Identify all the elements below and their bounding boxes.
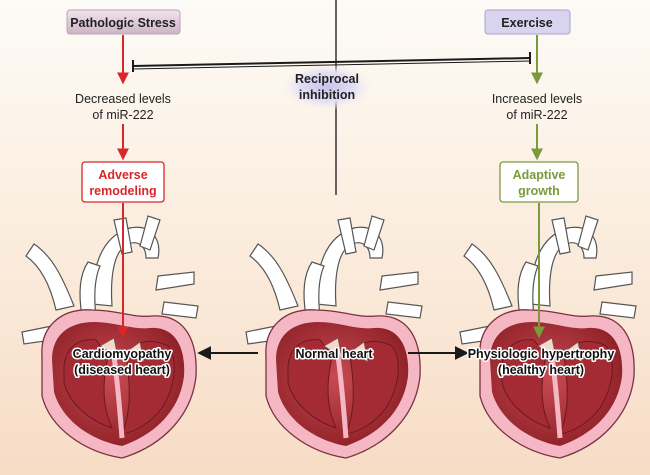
reciprocal-inhibition-bar bbox=[132, 52, 531, 72]
hypertrophy-halo-1: Physiologic hypertrophy bbox=[468, 347, 615, 361]
pathologic-stress-box bbox=[66, 9, 181, 35]
cardiomyopathy-halo-1: Cardiomyopathy bbox=[73, 347, 172, 361]
exercise-label: Exercise bbox=[501, 16, 552, 30]
inhibition-label-line2: inhibition bbox=[299, 88, 355, 102]
normal-heart-halo: Normal heart bbox=[295, 347, 373, 361]
increased-levels-line1: Increased levels bbox=[492, 92, 582, 106]
inhibition-glow bbox=[281, 63, 373, 111]
diseased-heart-label: (diseased heart) bbox=[74, 363, 170, 377]
diseased-heart-illustration bbox=[22, 216, 198, 458]
physiologic-hypertrophy-label: Physiologic hypertrophy bbox=[468, 347, 615, 361]
hypertrophy-halo-2: (healthy heart) bbox=[498, 363, 584, 377]
normal-heart-label: Normal heart bbox=[295, 347, 373, 361]
adaptive-growth-box bbox=[499, 161, 579, 203]
adaptive-growth-line1: Adaptive bbox=[513, 168, 566, 182]
cardiomyopathy-label: Cardiomyopathy bbox=[73, 347, 172, 361]
decreased-levels-line1: Decreased levels bbox=[75, 92, 171, 106]
increased-levels-line2: of miR-222 bbox=[506, 108, 567, 122]
decreased-levels-line2: of miR-222 bbox=[92, 108, 153, 122]
normal-heart-illustration bbox=[246, 216, 422, 458]
adaptive-growth-line2: growth bbox=[518, 184, 560, 198]
adverse-remodeling-line2: remodeling bbox=[89, 184, 156, 198]
adverse-remodeling-line1: Adverse bbox=[98, 168, 147, 182]
exercise-box bbox=[484, 9, 571, 35]
healthy-heart-label: (healthy heart) bbox=[498, 363, 584, 377]
adverse-remodeling-box bbox=[81, 161, 165, 203]
healthy-heart-illustration bbox=[460, 216, 636, 458]
pathologic-stress-label: Pathologic Stress bbox=[70, 16, 176, 30]
cardiomyopathy-halo-2: (diseased heart) bbox=[74, 363, 170, 377]
inhibition-label-line1: Reciprocal bbox=[295, 72, 359, 86]
